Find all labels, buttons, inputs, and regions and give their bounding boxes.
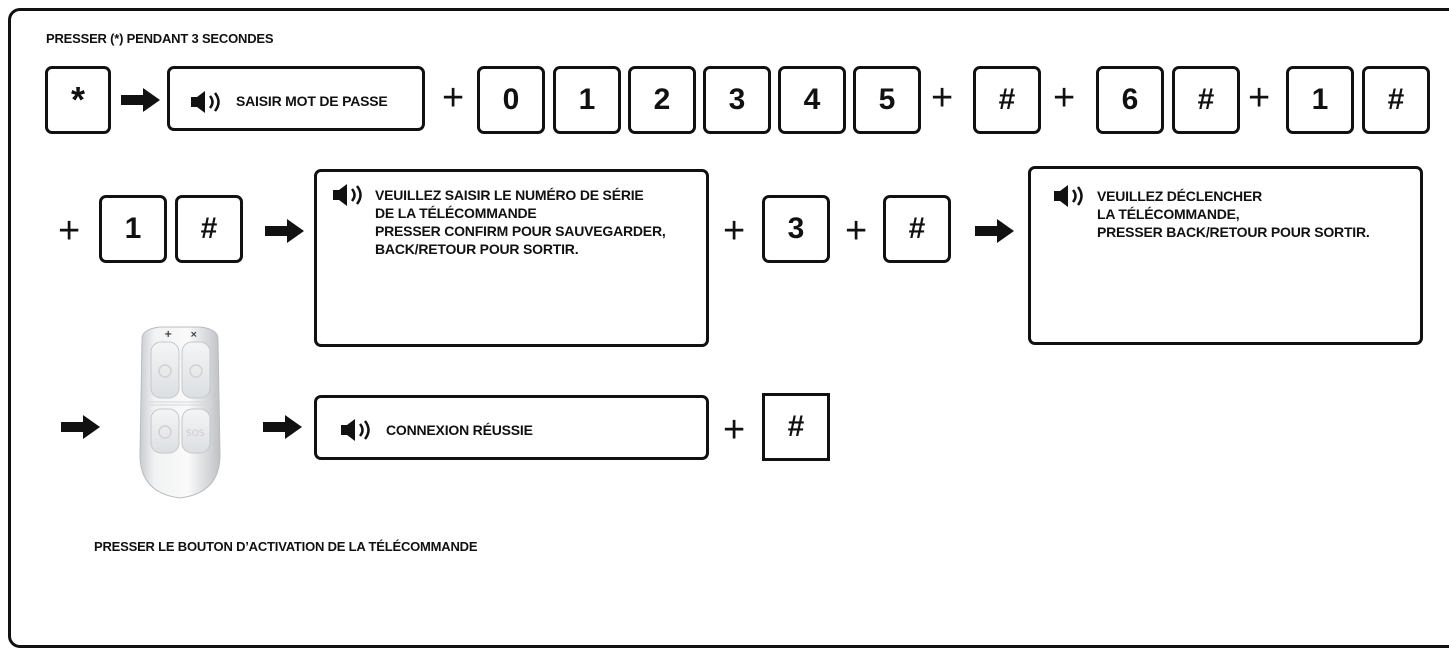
key-4: 4 (778, 66, 846, 134)
key-0: 0 (477, 66, 545, 134)
prompt-serial-text: VEUILLEZ SAISIR LE NUMÉRO DE SÉRIE DE LA… (375, 187, 666, 257)
key-hash: # (883, 195, 951, 263)
prompt-password: SAISIR MOT DE PASSE (167, 66, 425, 131)
prompt-success: CONNEXION RÉUSSIE (314, 395, 709, 460)
speaker-icon (341, 419, 370, 441)
right-arrow-icon (61, 415, 100, 439)
key-3: 3 (762, 195, 830, 263)
speaker-icon (1054, 185, 1083, 207)
key-star: * (45, 66, 111, 134)
right-arrow-icon (975, 219, 1014, 243)
right-arrow-icon (265, 219, 304, 243)
instruction-top: PRESSER (*) PENDANT 3 SECONDES (46, 31, 274, 46)
key-3: 3 (703, 66, 771, 134)
prompt-password-text: SAISIR MOT DE PASSE (236, 93, 388, 109)
key-1: 1 (99, 195, 167, 263)
prompt-trigger-text: VEUILLEZ DÉCLENCHER LA TÉLÉCOMMANDE, PRE… (1097, 188, 1370, 240)
key-1: 1 (1286, 66, 1354, 134)
right-arrow-icon (121, 88, 160, 112)
key-5: 5 (853, 66, 921, 134)
prompt-success-text: CONNEXION RÉUSSIE (386, 422, 533, 438)
instruction-bottom: PRESSER LE BOUTON D’ACTIVATION DE LA TÉL… (94, 539, 478, 554)
unlock-mark: × (190, 330, 198, 340)
key-hash: # (762, 393, 830, 461)
plus-sign: + (58, 210, 81, 252)
instruction-diagram: PRESSER (*) PENDANT 3 SECONDES * SAISIR … (8, 8, 1449, 648)
key-6: 6 (1096, 66, 1164, 134)
prompt-serial: VEUILLEZ SAISIR LE NUMÉRO DE SÉRIE DE LA… (314, 169, 709, 347)
prompt-trigger: VEUILLEZ DÉCLENCHER LA TÉLÉCOMMANDE, PRE… (1028, 166, 1423, 345)
plus-sign: + (1053, 77, 1076, 119)
key-hash: # (1362, 66, 1430, 134)
sos-label: SOS (186, 429, 205, 439)
plus-sign: + (1248, 77, 1271, 119)
right-arrow-icon (263, 415, 302, 439)
key-hash: # (973, 66, 1041, 134)
key-1: 1 (553, 66, 621, 134)
key-2: 2 (628, 66, 696, 134)
speaker-icon (191, 91, 220, 113)
plus-sign: + (723, 409, 746, 451)
plus-sign: + (442, 77, 465, 119)
speaker-icon (333, 184, 362, 206)
plus-sign: + (723, 210, 746, 252)
plus-sign: + (845, 210, 868, 252)
key-hash: # (175, 195, 243, 263)
remote-control: + × SOS (139, 326, 221, 499)
key-hash: # (1172, 66, 1240, 134)
plus-sign: + (931, 77, 954, 119)
lock-mark: + (164, 329, 172, 340)
